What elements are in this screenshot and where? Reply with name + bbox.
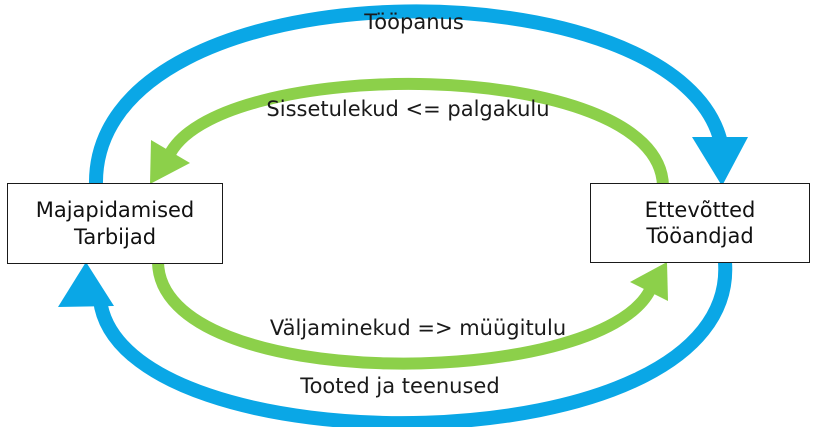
spending-flow-label: Väljaminekud => müügitulu xyxy=(269,316,567,340)
goods-arrowhead xyxy=(58,262,114,307)
income-flow-label: Sissetulekud <= palgakulu xyxy=(266,97,550,121)
labor-arrowhead xyxy=(692,137,748,186)
firms-subtitle: Tööandjad xyxy=(646,224,754,248)
households-subtitle: Tarbijad xyxy=(73,224,157,249)
income-arrowhead xyxy=(150,140,190,184)
labor-flow-label: Tööpanus xyxy=(364,10,464,34)
firms-box: Ettevõtted Tööandjad xyxy=(590,183,810,263)
households-box: Majapidamised Tarbijad xyxy=(7,183,223,264)
firms-title: Ettevõtted xyxy=(644,197,756,222)
spending-arrowhead xyxy=(630,262,668,301)
households-title: Majapidamised xyxy=(35,198,195,223)
goods-flow-label: Tooted ja teenused xyxy=(300,374,500,398)
goods-arc xyxy=(93,255,733,427)
labor-arc xyxy=(88,4,729,193)
spending-arc xyxy=(152,256,656,370)
income-arc xyxy=(162,77,669,192)
